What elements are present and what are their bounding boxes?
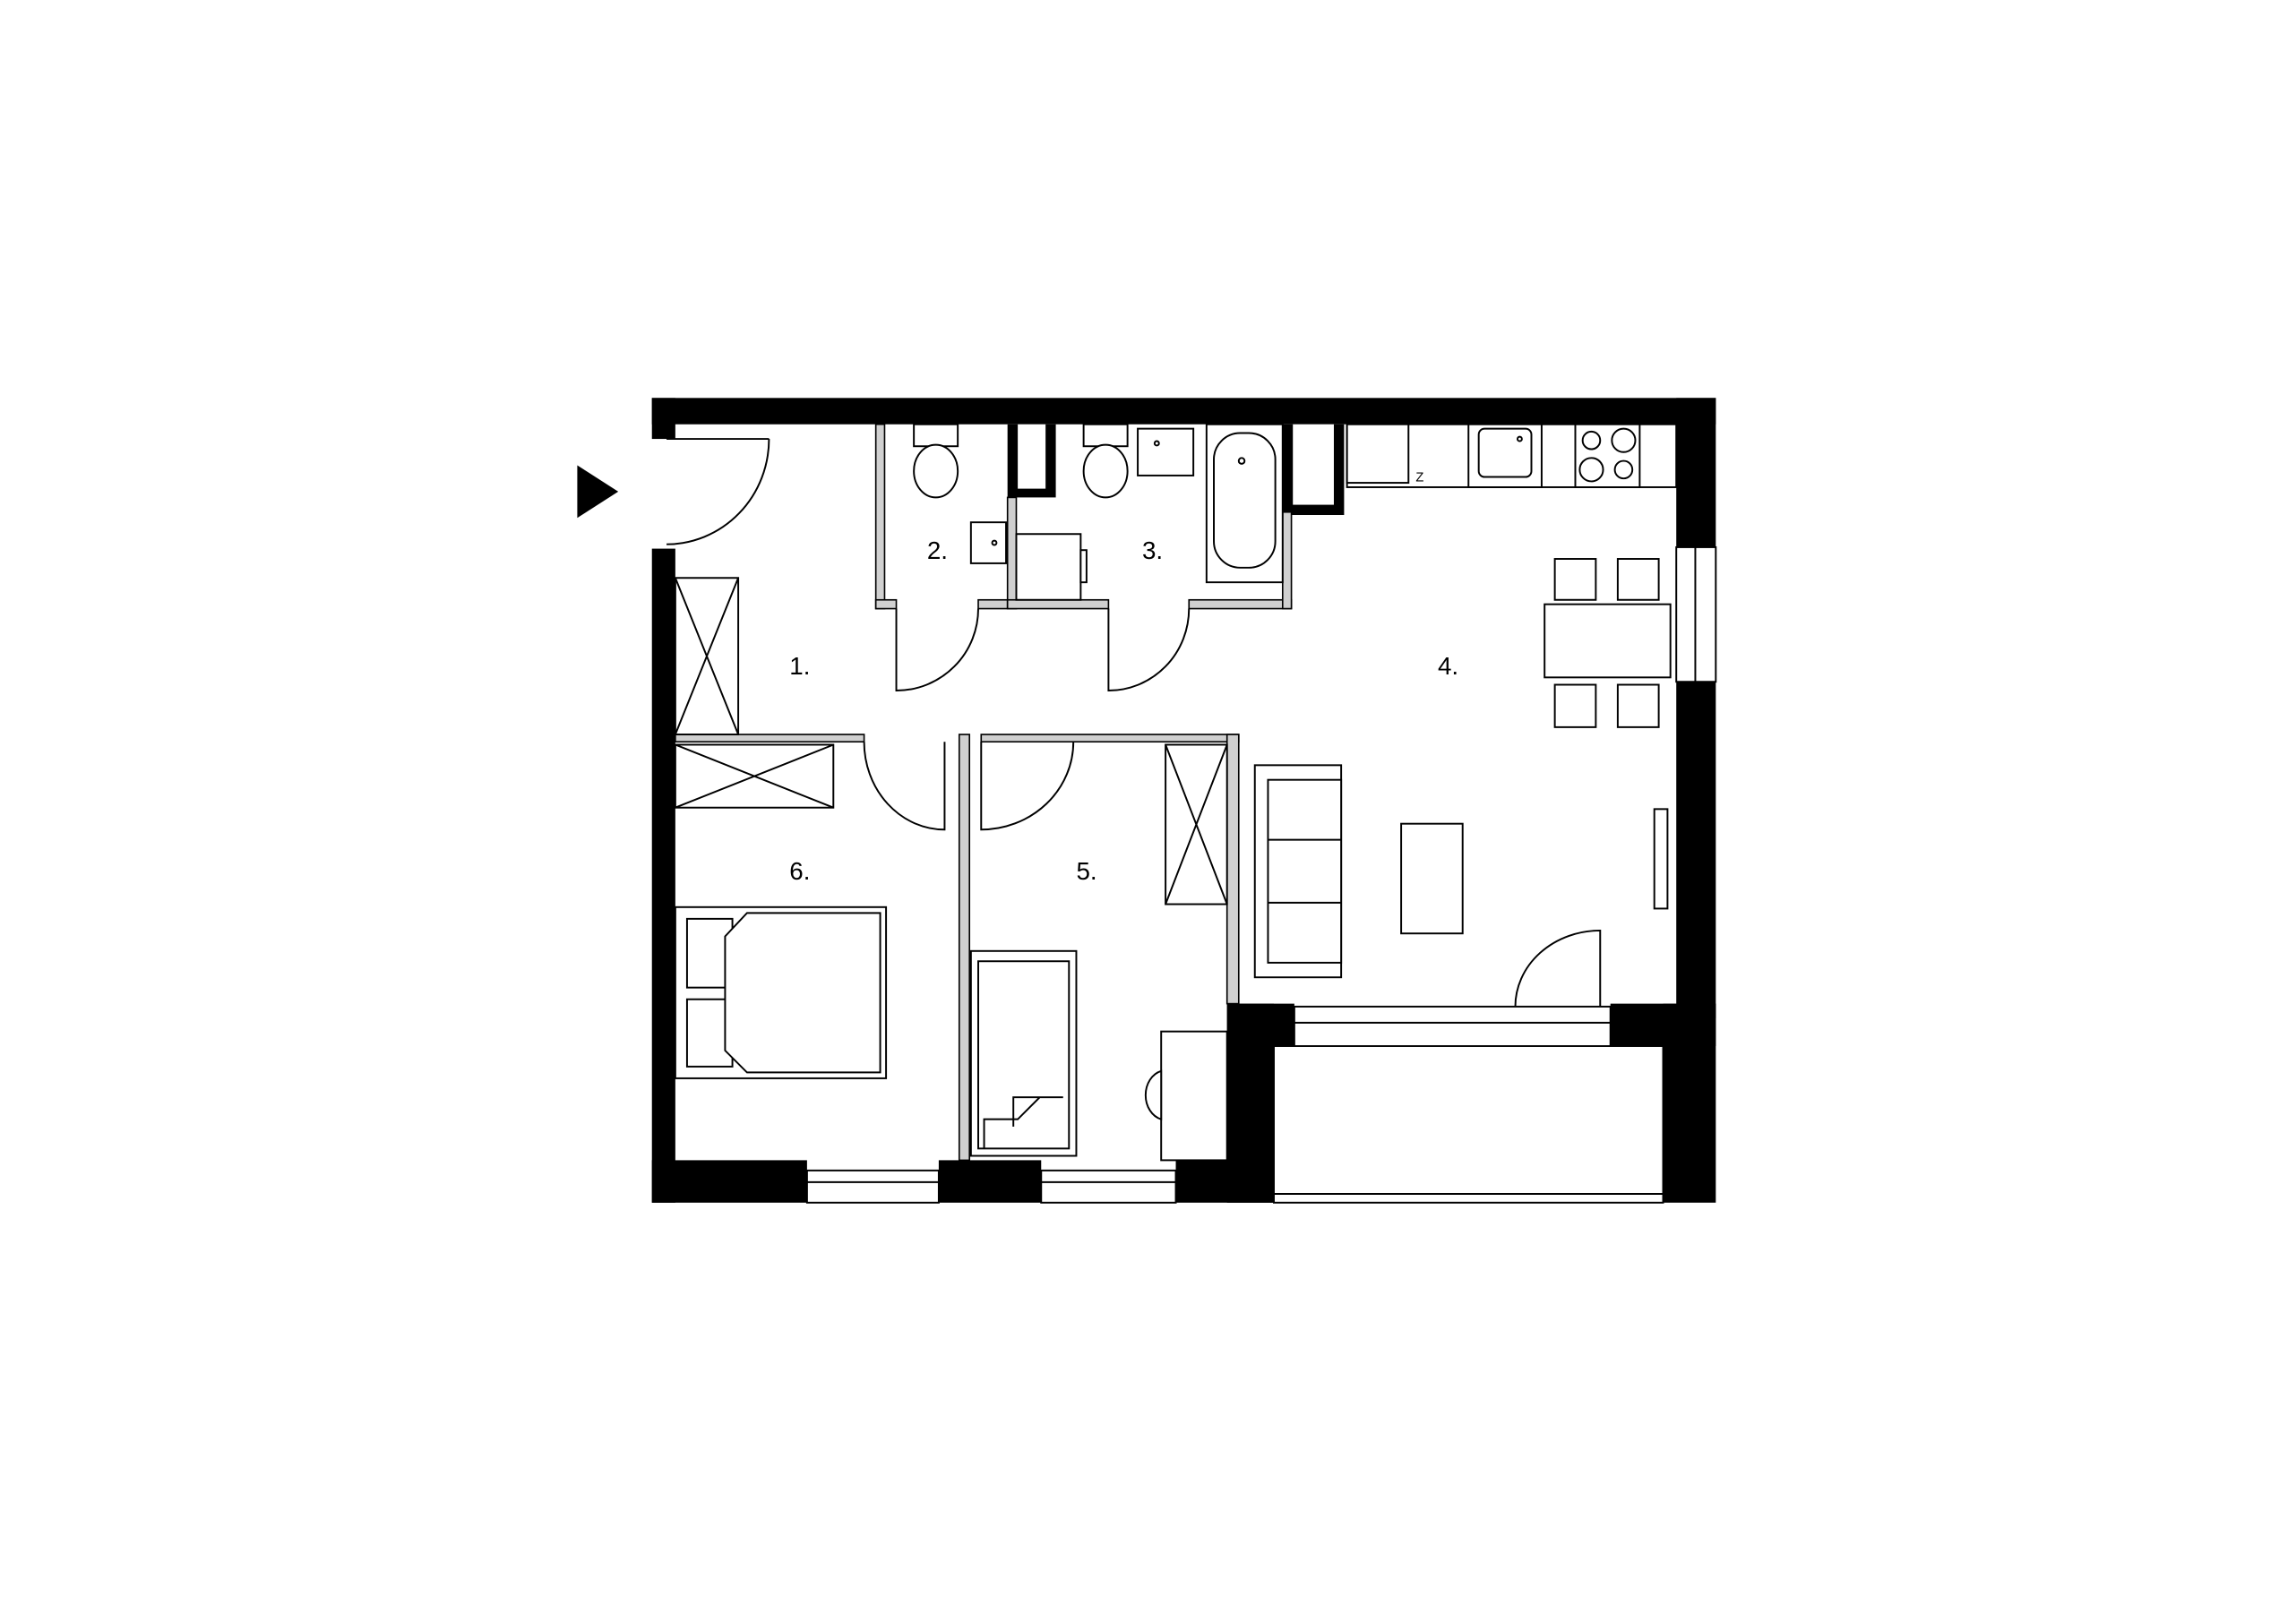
- bathroom-fixtures: [913, 423, 1284, 601]
- fridge-mark: Z: [1415, 470, 1423, 485]
- room-label-3: 3.: [1142, 536, 1163, 564]
- living-furniture: [1253, 558, 1672, 979]
- wardrobes: [674, 577, 1228, 905]
- room-label-5: 5.: [1076, 857, 1096, 885]
- outer-walls: [651, 398, 1716, 1203]
- room-label-4: 4.: [1438, 652, 1458, 680]
- partitions: [675, 423, 1293, 1162]
- room-label-6: 6.: [789, 857, 810, 885]
- room-label-2: 2.: [927, 536, 948, 564]
- bedroom-furniture: [674, 905, 1228, 1162]
- windows: [805, 545, 1717, 1204]
- kitchen: Z: [1346, 423, 1678, 488]
- room-label-1: 1.: [789, 652, 810, 680]
- room-labels: 1. 2. 3. 4. 5. 6.: [789, 536, 1458, 885]
- entrance-arrow-icon: [577, 465, 619, 519]
- doors: [666, 438, 1602, 1007]
